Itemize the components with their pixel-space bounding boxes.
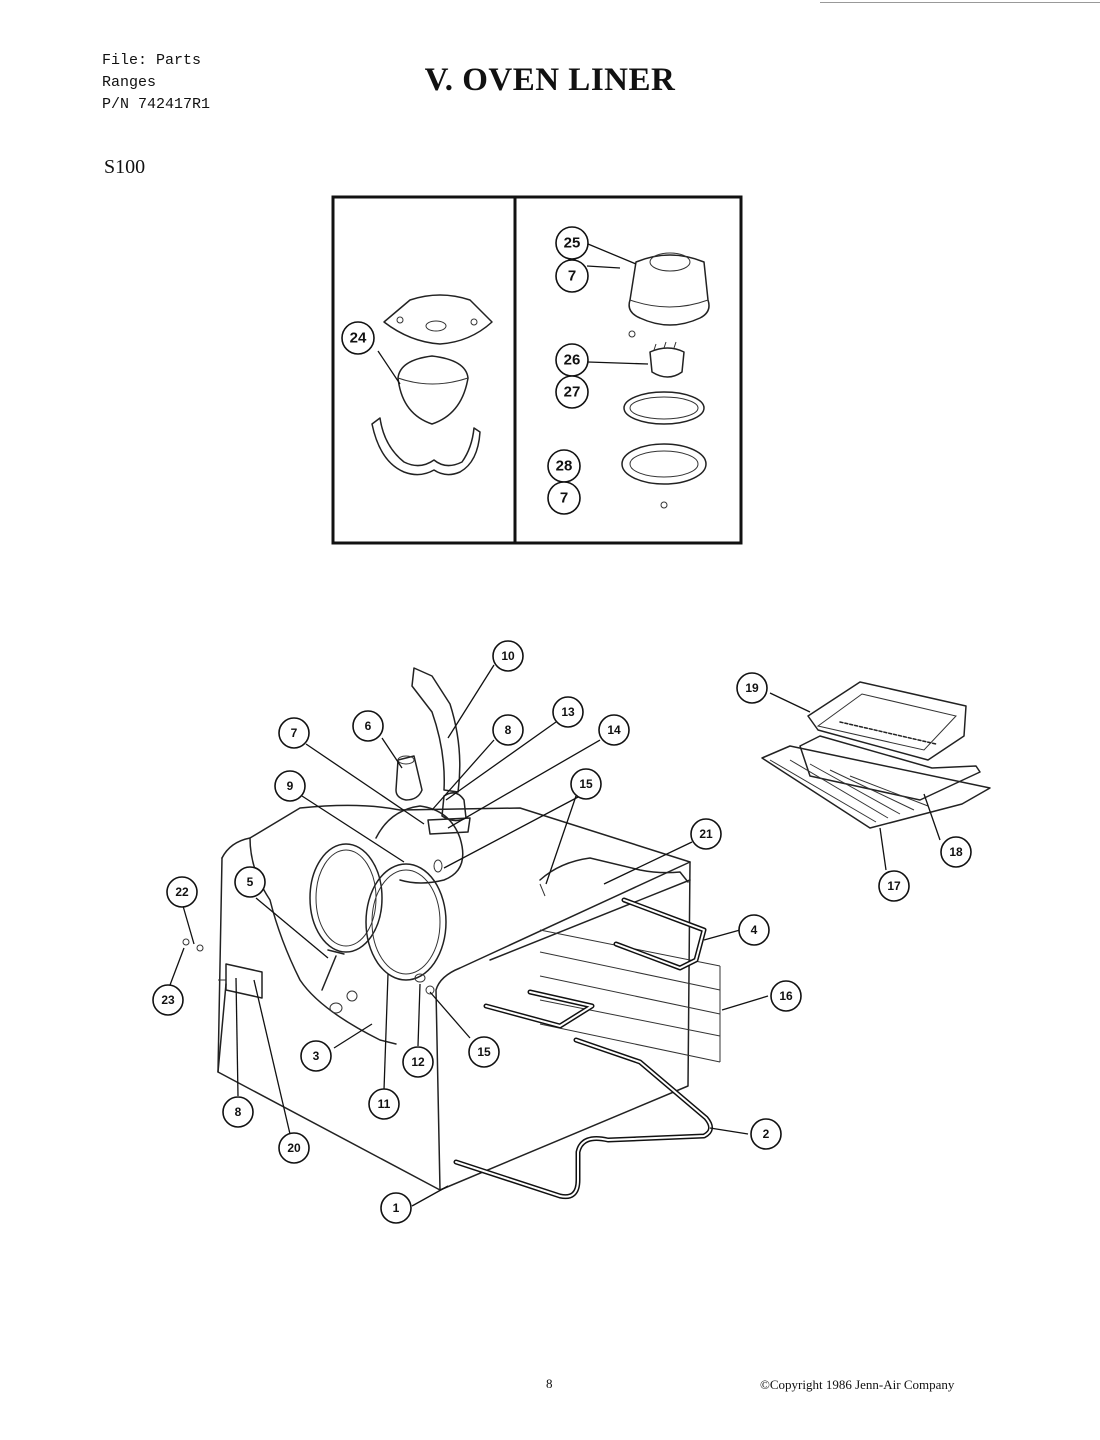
callout-13: 13 xyxy=(552,696,584,728)
svg-text:2: 2 xyxy=(763,1127,770,1141)
broil-element-part-4 xyxy=(483,897,707,1029)
broiler-pan-bottom-part-18 xyxy=(799,735,981,801)
page-title: V. OVEN LINER xyxy=(424,62,676,98)
svg-text:6: 6 xyxy=(365,719,372,733)
svg-text:1: 1 xyxy=(393,1201,400,1215)
callout-8-top: 8 xyxy=(492,714,524,746)
svg-text:22: 22 xyxy=(175,885,189,899)
file-header: File: Parts Ranges P/N 742417R1 xyxy=(102,50,210,116)
svg-text:23: 23 xyxy=(161,993,175,1007)
svg-text:27: 27 xyxy=(564,384,581,401)
callout-28: 28 xyxy=(547,449,581,483)
callout-27: 27 xyxy=(555,375,589,409)
callout-25: 25 xyxy=(555,226,589,260)
svg-text:7: 7 xyxy=(568,268,576,285)
callout-12: 12 xyxy=(402,1046,434,1078)
copyright-notice: ©Copyright 1986 Jenn-Air Company xyxy=(760,1377,955,1392)
callout-18: 18 xyxy=(940,836,972,868)
svg-text:14: 14 xyxy=(607,723,621,737)
svg-text:10: 10 xyxy=(501,649,515,663)
file-line: File: Parts xyxy=(102,52,202,69)
callout-20: 20 xyxy=(278,1132,310,1164)
inset-box xyxy=(331,195,743,545)
svg-text:19: 19 xyxy=(745,681,759,695)
callout-22: 22 xyxy=(166,876,198,908)
page-number: 8 xyxy=(546,1376,553,1391)
callout-11: 11 xyxy=(368,1088,400,1120)
svg-text:8: 8 xyxy=(235,1105,242,1119)
bake-element-part-2 xyxy=(453,1037,713,1200)
inset-leaders xyxy=(377,243,649,385)
callout-19: 19 xyxy=(736,672,768,704)
svg-text:13: 13 xyxy=(561,705,575,719)
scan-edge-line xyxy=(820,2,1100,3)
oven-rack-part-17 xyxy=(761,745,991,829)
callout-7-inset-b: 7 xyxy=(547,481,581,515)
svg-text:4: 4 xyxy=(751,923,758,937)
svg-text:7: 7 xyxy=(560,490,568,507)
callout-2: 2 xyxy=(750,1118,782,1150)
svg-text:15: 15 xyxy=(477,1045,491,1059)
oven-liner-body xyxy=(182,804,721,1191)
callout-5: 5 xyxy=(234,866,266,898)
callout-1: 1 xyxy=(380,1192,412,1224)
callout-9: 9 xyxy=(274,770,306,802)
broiler-pan-part-19 xyxy=(807,681,967,761)
svg-text:9: 9 xyxy=(287,779,294,793)
main-leaders xyxy=(169,664,941,1207)
callout-16: 16 xyxy=(770,980,802,1012)
svg-text:3: 3 xyxy=(313,1049,320,1063)
svg-text:20: 20 xyxy=(287,1141,301,1155)
callout-10: 10 xyxy=(492,640,524,672)
svg-text:24: 24 xyxy=(350,330,367,347)
model-number: S100 xyxy=(104,156,146,178)
svg-text:5: 5 xyxy=(247,875,254,889)
callout-17: 17 xyxy=(878,870,910,902)
svg-text:16: 16 xyxy=(779,989,793,1003)
part-number-line: P/N 742417R1 xyxy=(102,96,211,113)
svg-text:21: 21 xyxy=(699,827,713,841)
svg-text:17: 17 xyxy=(887,879,901,893)
callout-15-top: 15 xyxy=(570,768,602,800)
svg-text:7: 7 xyxy=(291,726,298,740)
svg-text:18: 18 xyxy=(949,845,963,859)
inset-right-light-assembly xyxy=(621,252,710,509)
fan-motor-part-6 xyxy=(395,755,423,801)
inset-left-light-assembly xyxy=(371,294,493,476)
callout-6: 6 xyxy=(352,710,384,742)
callout-24: 24 xyxy=(341,321,375,355)
callout-14: 14 xyxy=(598,714,630,746)
callout-7-main: 7 xyxy=(278,717,310,749)
svg-text:15: 15 xyxy=(579,777,593,791)
svg-text:8: 8 xyxy=(505,723,512,737)
callout-15-bottom: 15 xyxy=(468,1036,500,1068)
svg-text:11: 11 xyxy=(378,1097,391,1111)
category-line: Ranges xyxy=(102,74,157,91)
callout-3: 3 xyxy=(300,1040,332,1072)
callout-26: 26 xyxy=(555,343,589,377)
callout-21: 21 xyxy=(690,818,722,850)
callout-7-inset-a: 7 xyxy=(555,259,589,293)
callout-4: 4 xyxy=(738,914,770,946)
svg-text:28: 28 xyxy=(556,458,573,475)
svg-text:12: 12 xyxy=(411,1055,425,1069)
svg-text:25: 25 xyxy=(564,235,581,252)
callout-8-bottom: 8 xyxy=(222,1096,254,1128)
callout-23: 23 xyxy=(152,984,184,1016)
svg-text:26: 26 xyxy=(564,352,581,369)
